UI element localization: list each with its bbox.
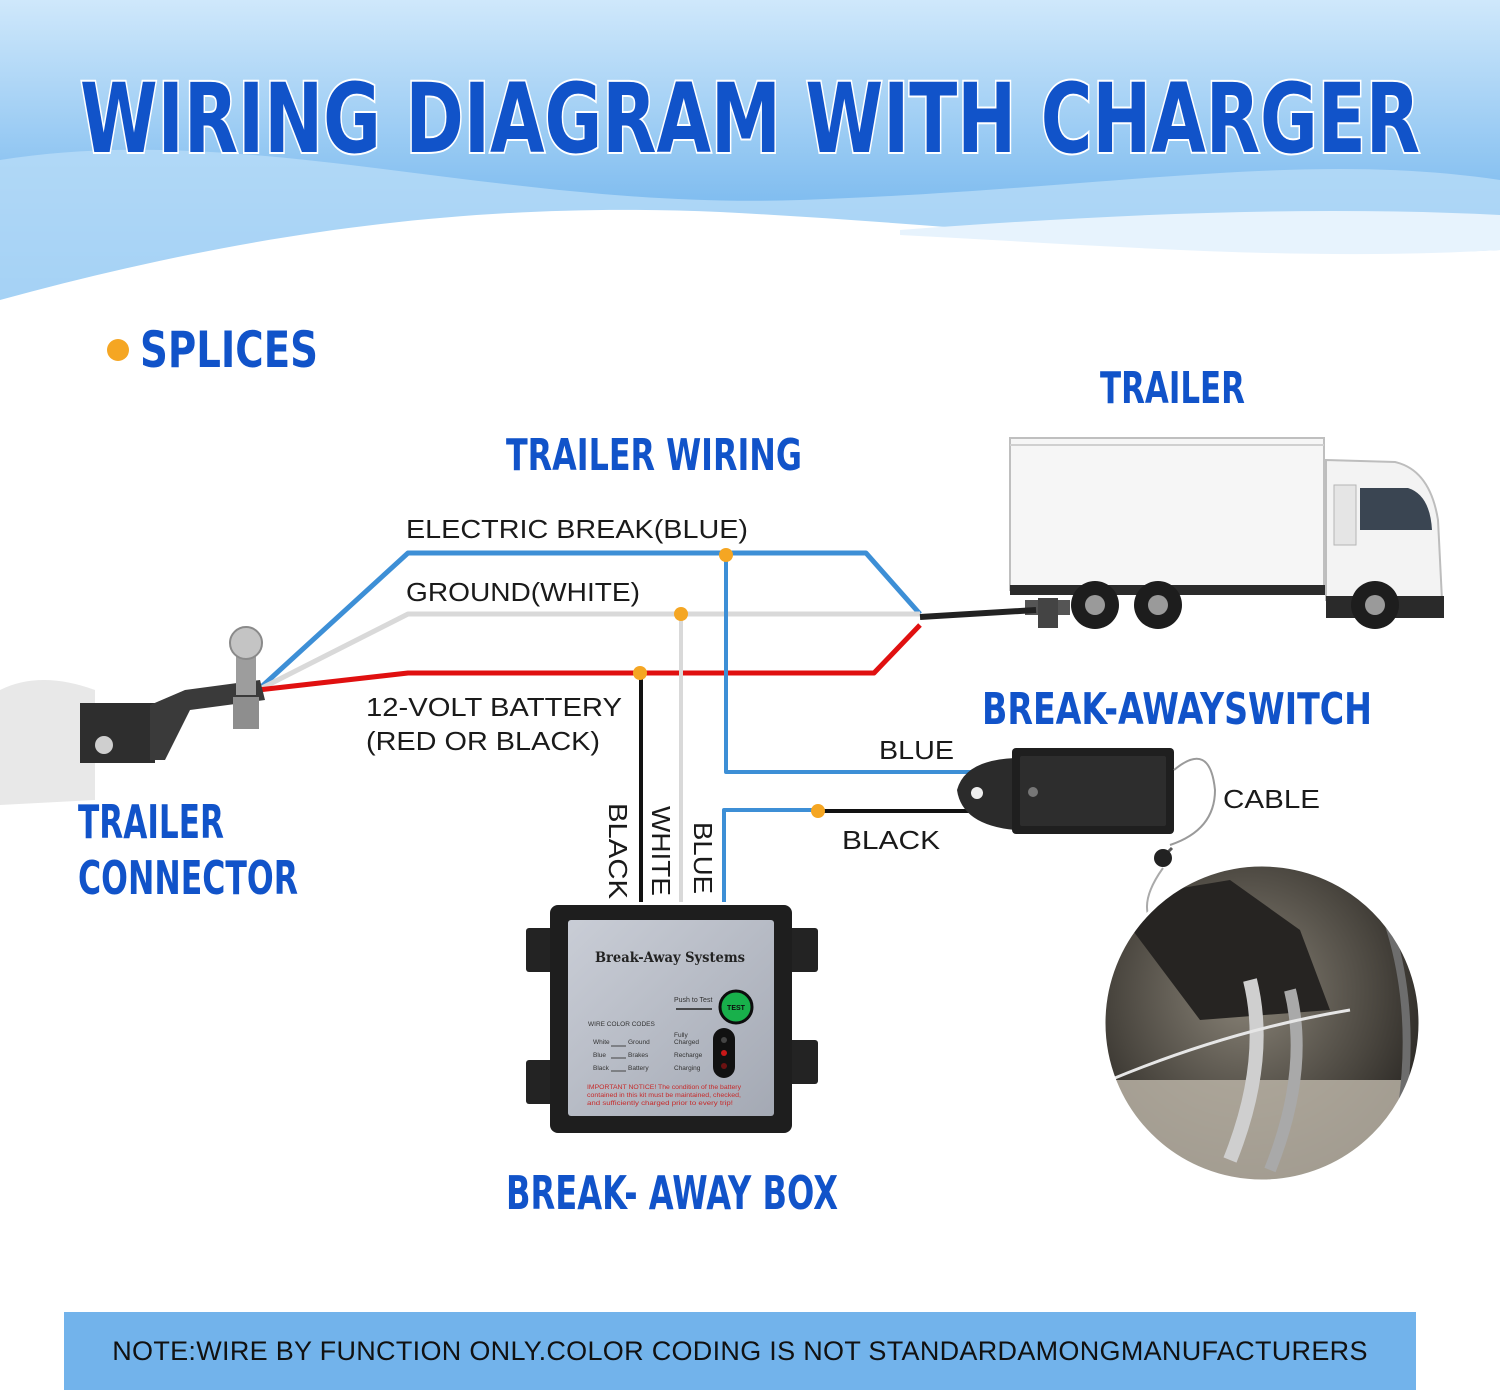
battery-label-line2: (RED OR BLACK) — [366, 726, 600, 756]
box-code-color: White — [593, 1039, 610, 1046]
splice-point — [674, 607, 688, 621]
breakaway-switch-illustration — [957, 748, 1217, 921]
note-text: NOTE:WIRE BY FUNCTION ONLY.COLOR CODING … — [112, 1335, 1368, 1366]
box-white-wire-label: WHITE — [646, 806, 676, 896]
box-push-to-test: Push to Test — [674, 997, 712, 1004]
splice-point — [719, 548, 733, 562]
splice-point — [633, 666, 647, 680]
box-black-wire-label: BLACK — [603, 803, 633, 900]
splices — [633, 548, 825, 818]
box-brand: Break-Away Systems — [595, 950, 745, 966]
ground-label: GROUND(WHITE) — [406, 577, 640, 607]
box-status-fully: Fully — [674, 1032, 688, 1039]
box-notice-line: and sufficiently charged prior to every … — [587, 1101, 733, 1107]
note-banner: NOTE:WIRE BY FUNCTION ONLY.COLOR CODING … — [64, 1312, 1416, 1390]
box-code-function: Ground — [628, 1039, 650, 1046]
battery-label-line1: 12-VOLT BATTERY — [366, 692, 622, 722]
trailer-hitch-illustration — [0, 626, 265, 805]
box-notice-line: contained in this kit must be maintained… — [587, 1093, 741, 1099]
breakaway-switch-label: BREAK-AWAYSWITCH — [982, 684, 1372, 735]
trailer-plug-cable — [919, 607, 1037, 620]
electric-brake-label: ELECTRIC BREAK(BLUE) — [406, 514, 748, 544]
splice-point — [811, 804, 825, 818]
blue-switch-wire — [724, 555, 1012, 774]
splices-legend-label: SPLICES — [140, 321, 318, 379]
trailer-connector-label-line2: CONNECTOR — [78, 851, 298, 905]
white-ground-wire — [256, 611, 920, 693]
splice-legend-dot — [107, 339, 129, 361]
box-status-charging: Charging — [674, 1065, 701, 1072]
page-title: WIRING DIAGRAM WITH CHARGER — [80, 63, 1420, 175]
switch-blue-wire-label: BLUE — [879, 735, 954, 765]
wires — [256, 550, 1037, 902]
box-code-color: Blue — [593, 1052, 606, 1059]
breakaway-box-illustration — [526, 905, 818, 1133]
box-code-color: Black — [593, 1065, 610, 1072]
box-notice-line: IMPORTANT NOTICE! The condition of the b… — [587, 1085, 741, 1091]
box-status-recharge: Recharge — [674, 1052, 703, 1059]
box-status-charged: Charged — [674, 1039, 699, 1046]
trailer-label: TRAILER — [1100, 363, 1245, 414]
cable-label: CABLE — [1223, 784, 1320, 814]
breakaway-box-label: BREAK- AWAY BOX — [506, 1166, 838, 1220]
truck-illustration — [1009, 437, 1444, 629]
blue-brake-wire — [256, 550, 922, 692]
trailer-wiring-label: TRAILER WIRING — [506, 430, 802, 481]
switch-black-wire-label: BLACK — [842, 825, 941, 855]
breakaway-cable-photo — [1102, 863, 1422, 1183]
red-battery-wire — [257, 623, 922, 693]
box-test-button-label: TEST — [727, 1005, 746, 1012]
header-background — [0, 0, 1500, 320]
box-wire-codes-title: WIRE COLOR CODES — [588, 1021, 655, 1028]
box-blue-wire-label: BLUE — [688, 822, 718, 894]
blue-box-wire — [722, 808, 818, 902]
trailer-connector-label-line1: TRAILER — [78, 795, 224, 849]
box-code-function: Battery — [628, 1065, 649, 1072]
box-code-function: Brakes — [628, 1052, 649, 1059]
